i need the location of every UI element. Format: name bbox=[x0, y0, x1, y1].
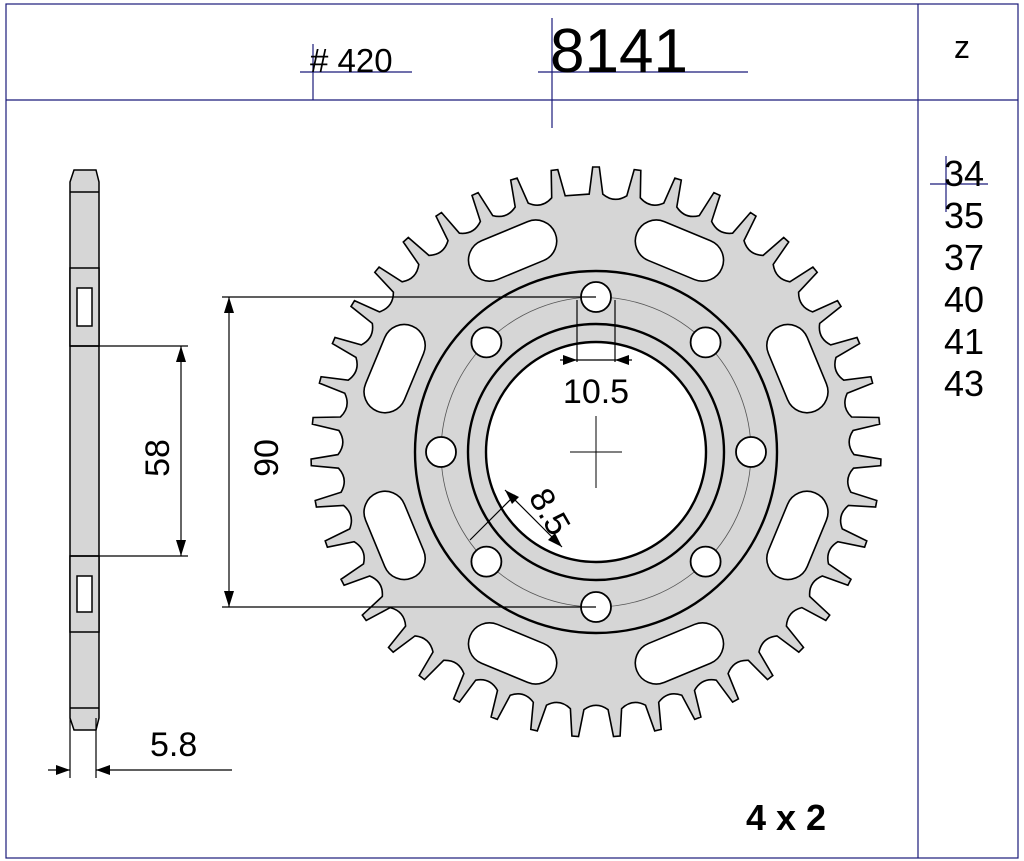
sprocket-side-view bbox=[69, 169, 100, 731]
dimension-bolt-circle: 90 bbox=[248, 439, 286, 477]
teeth-option: 40 bbox=[944, 279, 984, 320]
teeth-option: 41 bbox=[944, 321, 984, 362]
lightening-slot bbox=[634, 622, 725, 685]
teeth-option: 43 bbox=[944, 363, 984, 404]
bolt-hole bbox=[425, 436, 457, 468]
dimension-bolt-hole-diameter: 10.5 bbox=[563, 373, 629, 411]
lightening-slot bbox=[766, 490, 829, 581]
dimension-lines bbox=[48, 296, 632, 778]
teeth-options-list: 34 35 37 40 41 43 bbox=[944, 153, 984, 404]
title-block-frame bbox=[5, 3, 1019, 859]
bolt-hole bbox=[735, 436, 767, 468]
lightening-slot bbox=[634, 219, 725, 282]
bolt-pattern-label: 4 x 2 bbox=[746, 797, 826, 838]
bolt-hole bbox=[689, 545, 722, 578]
lightening-slot bbox=[766, 323, 829, 414]
part-number: 8141 bbox=[550, 17, 688, 86]
sprocket-front-view bbox=[310, 166, 882, 738]
teeth-header-label: z bbox=[954, 29, 970, 65]
teeth-option: 34 bbox=[944, 153, 984, 194]
lightening-slot bbox=[467, 219, 558, 282]
bolt-hole bbox=[470, 326, 503, 359]
bolt-hole bbox=[689, 326, 722, 359]
lightening-slot bbox=[363, 323, 426, 414]
lightening-slots bbox=[363, 219, 829, 685]
dimension-thickness: 5.8 bbox=[150, 726, 197, 764]
bolt-holes bbox=[425, 281, 767, 623]
teeth-option: 37 bbox=[944, 237, 984, 278]
teeth-option: 35 bbox=[944, 195, 984, 236]
dimension-centre-bore: 58 bbox=[139, 439, 177, 477]
chain-pitch-label: # 420 bbox=[310, 42, 393, 79]
lightening-slot bbox=[467, 622, 558, 685]
lightening-slot bbox=[363, 490, 426, 581]
bolt-hole bbox=[470, 545, 503, 578]
